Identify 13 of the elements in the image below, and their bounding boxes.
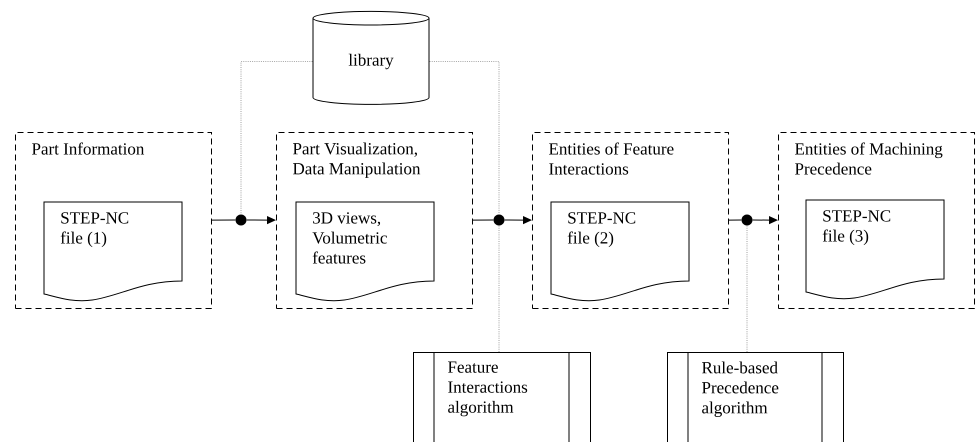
junction-dot	[742, 214, 752, 226]
connector-line	[212, 220, 236, 221]
dotted-line	[498, 225, 500, 352]
junction-dot	[494, 214, 504, 226]
dotted-line	[429, 61, 500, 215]
connector-line	[472, 220, 494, 221]
process-box: Feature Interactions algorithm	[413, 352, 591, 442]
dotted-line	[240, 61, 313, 215]
dotted-line	[746, 225, 748, 352]
database-cylinder: library	[312, 10, 430, 105]
connector-line	[728, 220, 742, 221]
junction-dot	[236, 214, 246, 226]
process-box: Rule-based Precedence algorithm	[667, 352, 844, 442]
